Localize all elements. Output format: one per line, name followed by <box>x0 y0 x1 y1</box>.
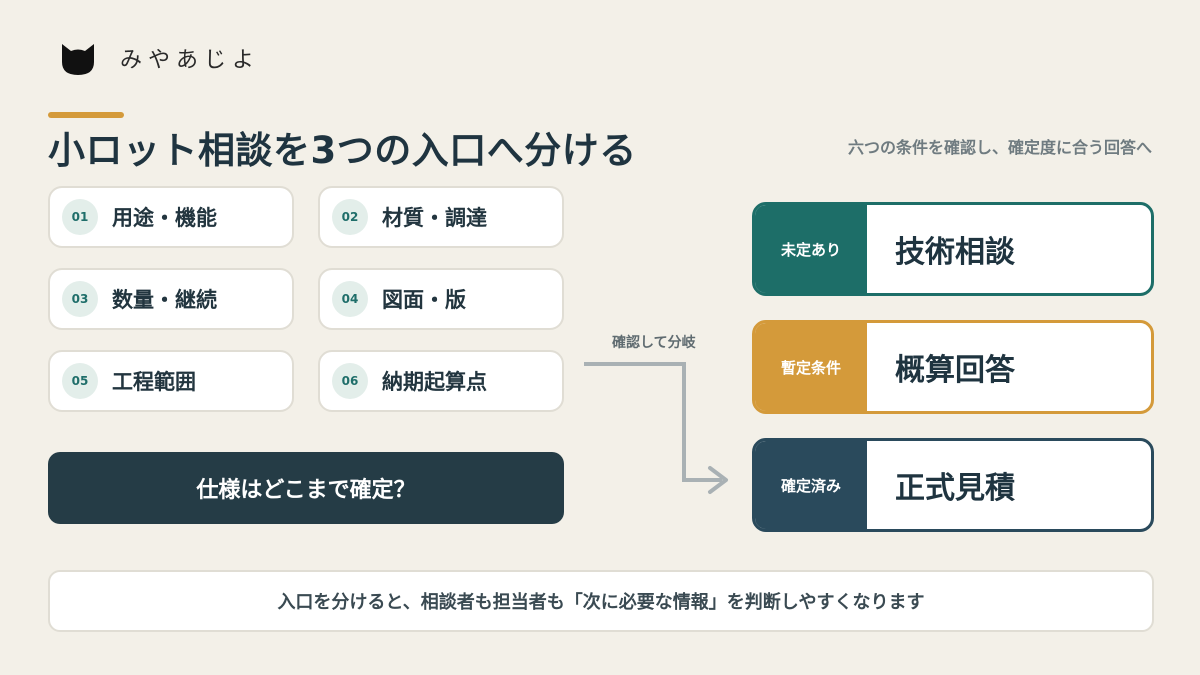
condition-card: 06 納期起算点 <box>318 350 564 412</box>
condition-card: 04 図面・版 <box>318 268 564 330</box>
condition-label: 用途・機能 <box>112 206 217 230</box>
decision-question: 仕様はどこまで確定？ <box>48 452 564 524</box>
condition-number: 03 <box>62 281 98 317</box>
footer-note: 入口を分けると、相談者も担当者も「次に必要な情報」を判断しやすくなります <box>48 570 1154 632</box>
condition-card: 01 用途・機能 <box>48 186 294 248</box>
condition-label: 納期起算点 <box>382 370 487 394</box>
condition-label: 材質・調達 <box>382 206 487 230</box>
cat-head-icon <box>62 44 94 75</box>
condition-number: 06 <box>332 363 368 399</box>
condition-card: 02 材質・調達 <box>318 186 564 248</box>
arrow-right-icon <box>708 466 728 494</box>
outcome-result: 概算回答 <box>895 353 1015 388</box>
title-accent-bar <box>48 112 124 118</box>
brand: みやあじよ <box>58 38 260 78</box>
condition-number: 01 <box>62 199 98 235</box>
condition-label: 図面・版 <box>382 288 466 312</box>
outcome-card: 暫定条件 概算回答 <box>752 320 1154 414</box>
outcome-tag: 確定済み <box>755 441 867 529</box>
outcome-result: 正式見積 <box>895 471 1015 506</box>
condition-label: 数量・継続 <box>112 288 217 312</box>
brand-name: みやあじよ <box>120 48 261 73</box>
outcome-result: 技術相談 <box>895 235 1015 270</box>
condition-card: 03 数量・継続 <box>48 268 294 330</box>
connector-line <box>584 362 722 482</box>
branch-label: 確認して分岐 <box>612 335 696 351</box>
outcome-tag: 未定あり <box>755 205 867 293</box>
outcome-card: 未定あり 技術相談 <box>752 202 1154 296</box>
condition-card: 05 工程範囲 <box>48 350 294 412</box>
outcome-tag: 暫定条件 <box>755 323 867 411</box>
condition-number: 04 <box>332 281 368 317</box>
condition-number: 05 <box>62 363 98 399</box>
outcome-card: 確定済み 正式見積 <box>752 438 1154 532</box>
page-subtitle: 六つの条件を確認し、確定度に合う回答へ <box>847 138 1152 157</box>
condition-number: 02 <box>332 199 368 235</box>
condition-label: 工程範囲 <box>112 370 196 394</box>
page-title: 小ロット相談を3つの入口へ分ける <box>48 129 637 172</box>
